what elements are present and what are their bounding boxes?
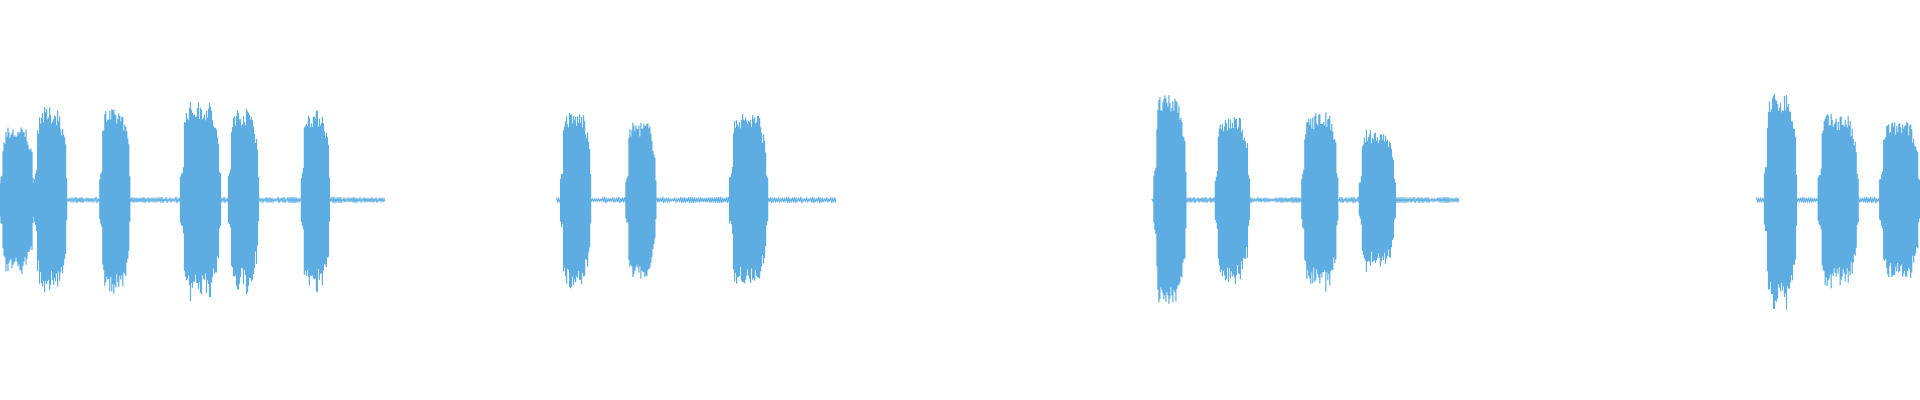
waveform-burst-0 (0, 127, 35, 275)
waveform-burst-6 (560, 112, 592, 289)
waveform-segment-5 (300, 110, 330, 293)
waveform-burst-8 (729, 114, 769, 284)
waveform-burst-9 (1153, 95, 1187, 304)
waveform-burst-14 (1817, 113, 1859, 289)
waveform-burst-2 (99, 109, 131, 294)
waveform-segment-11 (1301, 112, 1339, 292)
waveform-burst-1 (34, 107, 68, 293)
waveform-burst-15 (1879, 122, 1920, 278)
waveform-burst-7 (625, 122, 657, 279)
waveform-segment-12 (1358, 129, 1396, 272)
waveform-segment-7 (625, 122, 657, 279)
waveform-segment-8 (729, 114, 769, 284)
waveform-segment-10 (1214, 117, 1250, 285)
waveform-segment-15 (1879, 122, 1920, 278)
waveform-segment-4 (227, 108, 260, 295)
waveform-segment-0 (0, 127, 35, 275)
waveform-burst-12 (1358, 129, 1396, 272)
waveform-baseline-1 (556, 195, 837, 205)
waveform-segment-3 (179, 102, 222, 302)
waveform-segment-14 (1817, 113, 1859, 289)
waveform-burst-10 (1214, 117, 1250, 285)
waveform-segment-9 (1153, 95, 1187, 304)
waveform-baseline-layer (0, 195, 1920, 205)
waveform-segment-13 (1763, 93, 1798, 310)
waveform-segment-6 (560, 112, 592, 289)
waveform-segment-2 (99, 109, 131, 294)
waveform-burst-13 (1763, 93, 1798, 310)
waveform-burst-3 (179, 102, 222, 302)
waveform-burst-4 (227, 108, 260, 295)
waveform-segment-1 (34, 107, 68, 293)
waveform-burst-11 (1301, 112, 1339, 292)
waveform-segment-layer (0, 93, 1920, 310)
waveform-burst-5 (300, 110, 330, 293)
